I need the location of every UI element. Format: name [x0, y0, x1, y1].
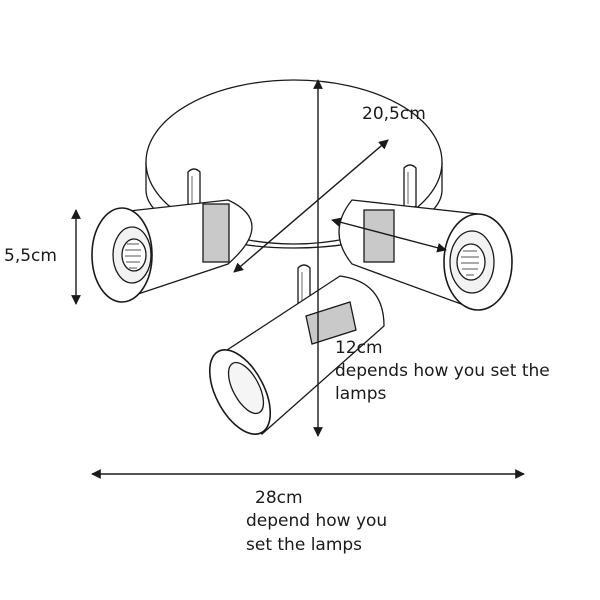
height-label: 12cm: [335, 338, 383, 358]
diameter-label: 20,5cm: [362, 104, 426, 124]
width-note-line-2: set the lamps: [246, 535, 363, 555]
width-note-line-1: depend how you: [246, 511, 388, 531]
dimension-lines: [71, 79, 525, 479]
height-note-line-2: lamps: [335, 384, 387, 404]
width-label: 28cm: [255, 488, 303, 508]
spot-depth-arrow: [331, 217, 447, 253]
shade-height-label: 5,5cm: [4, 246, 57, 266]
height-note-line-1: depends how you set the: [335, 361, 550, 381]
diameter-dimension-arrow: [233, 139, 389, 273]
